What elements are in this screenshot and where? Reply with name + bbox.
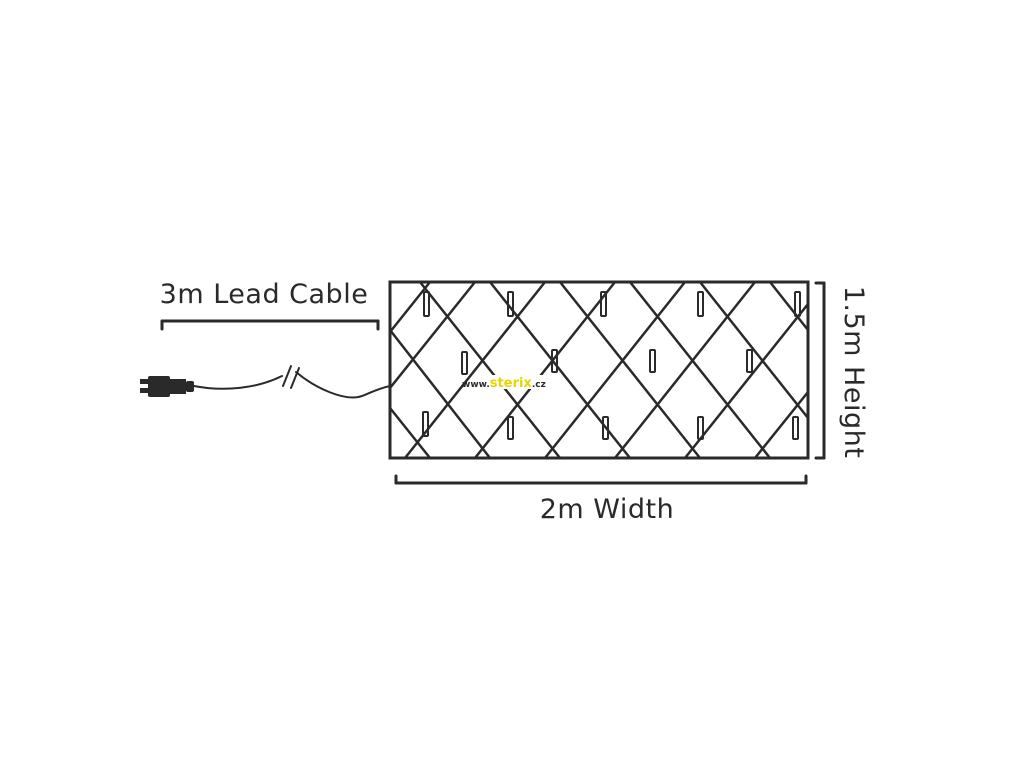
led-bulb bbox=[792, 416, 799, 440]
height-bracket bbox=[814, 281, 826, 460]
net-mesh bbox=[388, 280, 810, 460]
svg-text:www.sterix.cz: www.sterix.cz bbox=[462, 376, 546, 391]
lead-cable-bracket bbox=[160, 319, 380, 331]
led-bulb bbox=[423, 291, 430, 317]
led-bulb bbox=[422, 411, 429, 437]
led-bulb bbox=[649, 349, 656, 373]
led-bulb bbox=[697, 291, 704, 317]
watermark-suffix: .cz bbox=[532, 380, 546, 390]
plug-connector-icon bbox=[140, 376, 194, 397]
lead-cable-label: 3m Lead Cable bbox=[160, 279, 369, 310]
watermark: www.sterix.cz bbox=[462, 375, 550, 391]
led-bulb bbox=[697, 416, 704, 440]
led-bulb bbox=[746, 349, 753, 373]
lead-cable bbox=[193, 371, 391, 399]
led-bulbs bbox=[422, 291, 801, 440]
led-bulb bbox=[461, 351, 468, 375]
led-bulb bbox=[507, 416, 514, 440]
watermark-brand: sterix bbox=[490, 376, 533, 391]
height-label: 1.5m Height bbox=[838, 286, 869, 459]
led-bulb bbox=[507, 291, 514, 317]
watermark-prefix: www. bbox=[462, 380, 490, 390]
width-label: 2m Width bbox=[540, 494, 675, 525]
led-bulb bbox=[551, 349, 558, 373]
led-bulb bbox=[600, 291, 607, 317]
cable-break-icon bbox=[282, 365, 300, 389]
width-bracket bbox=[394, 474, 808, 485]
led-bulb bbox=[602, 416, 609, 440]
led-bulb bbox=[794, 291, 801, 317]
net-frame bbox=[388, 280, 810, 460]
